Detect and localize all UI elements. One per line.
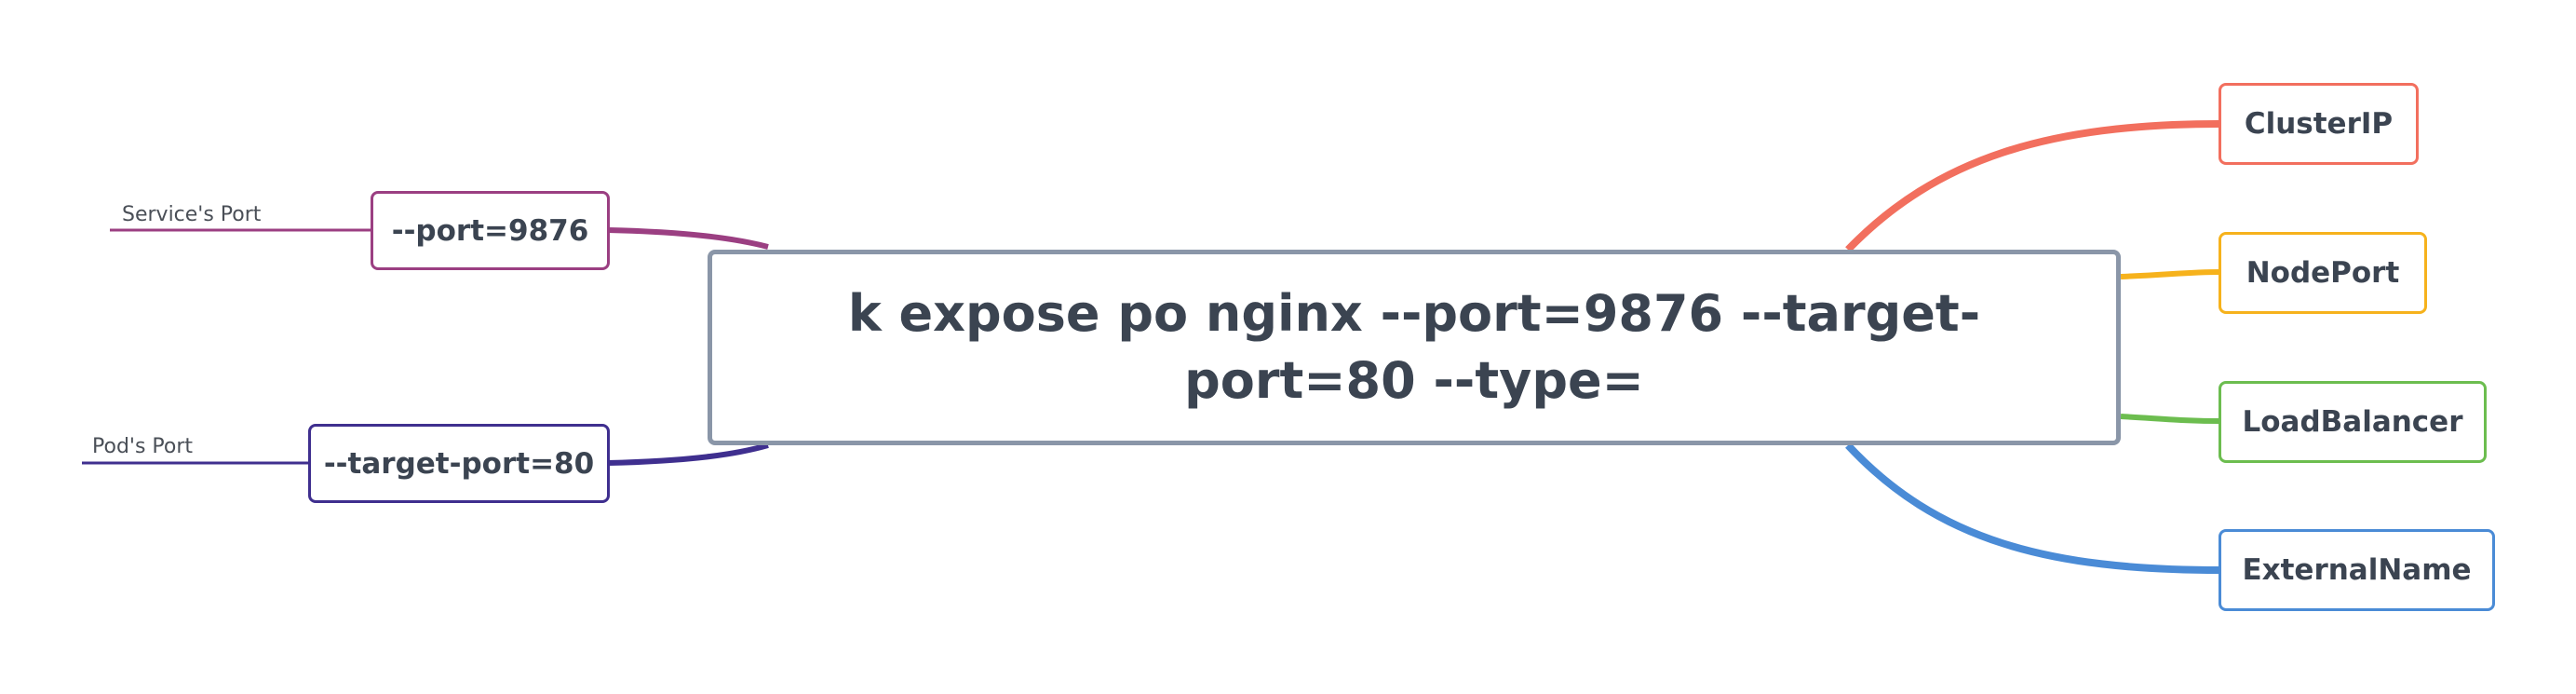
port-node-label: --port=9876 — [391, 213, 589, 248]
loadbalancer-node-label: LoadBalancer — [2242, 405, 2463, 439]
externalname-node-label: ExternalName — [2242, 553, 2472, 587]
connector-nodeport — [2120, 269, 2221, 279]
services-port-label: Service's Port — [122, 203, 262, 226]
connector-clusterip — [1845, 120, 2221, 252]
port-node[interactable]: --port=9876 — [371, 191, 610, 270]
clusterip-node[interactable]: ClusterIP — [2219, 83, 2419, 165]
connector-target-port — [607, 442, 769, 466]
target-port-node[interactable]: --target-port=80 — [308, 424, 610, 503]
nodeport-node-label: NodePort — [2246, 256, 2400, 290]
connector-loadbalancer — [2120, 414, 2221, 424]
loadbalancer-node[interactable]: LoadBalancer — [2219, 381, 2487, 463]
connector-externalname — [1845, 442, 2221, 574]
pods-port-label: Pod's Port — [92, 435, 194, 458]
externalname-node[interactable]: ExternalName — [2219, 529, 2495, 611]
connector-port — [607, 227, 769, 250]
clusterip-node-label: ClusterIP — [2244, 107, 2394, 141]
central-topic[interactable]: k expose po nginx --port=9876 --target-p… — [708, 250, 2121, 445]
target-port-node-label: --target-port=80 — [323, 446, 595, 481]
nodeport-node[interactable]: NodePort — [2219, 232, 2427, 314]
central-topic-label: k expose po nginx --port=9876 --target-p… — [847, 284, 1981, 410]
